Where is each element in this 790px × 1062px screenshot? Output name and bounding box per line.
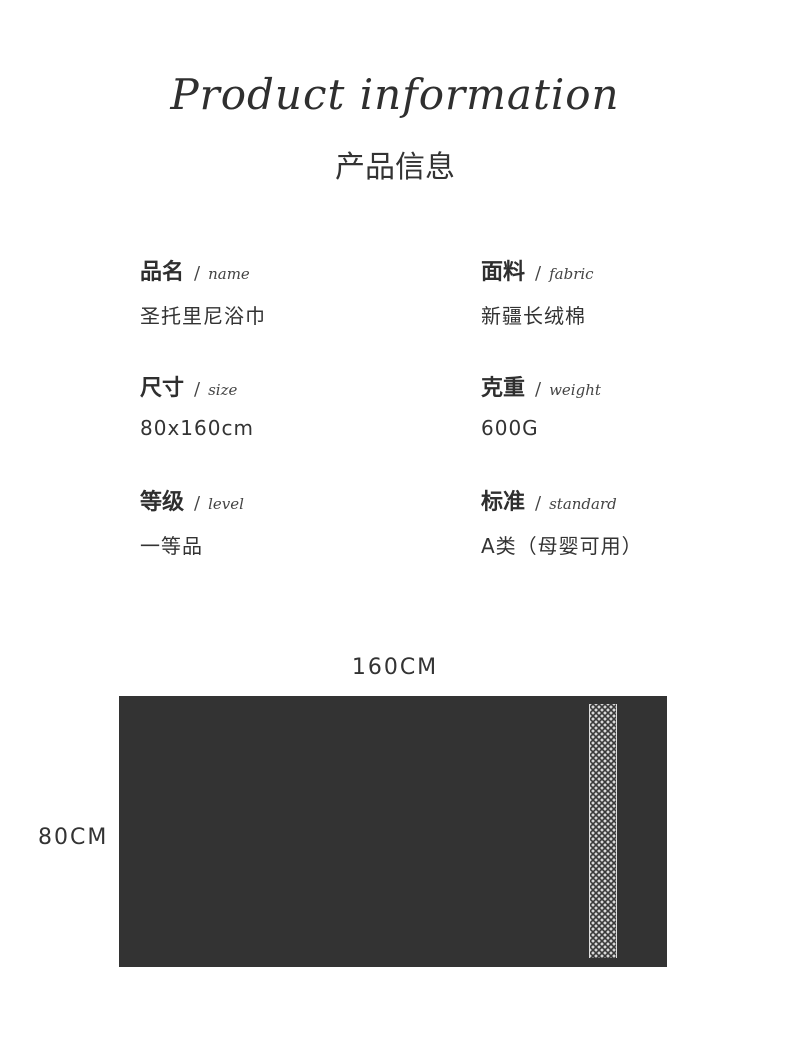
spec-label-en: name xyxy=(208,265,250,283)
spec-label-row: 克重 / weight xyxy=(481,370,601,402)
spec-label-row: 面料 / fabric xyxy=(481,254,594,286)
spec-label: 尺寸 xyxy=(140,376,185,401)
spec-label: 克重 xyxy=(481,376,526,401)
spec-label-row: 标准 / standard xyxy=(481,484,643,516)
spec-label: 标准 xyxy=(481,490,526,515)
spec-separator: / xyxy=(194,493,201,514)
spec-size: 尺寸 / size 80x160cm xyxy=(140,370,254,440)
spec-value: 一等品 xyxy=(140,534,203,558)
spec-label-en: level xyxy=(208,495,244,513)
spec-fabric: 面料 / fabric 新疆长绒棉 xyxy=(481,254,594,329)
spec-value: 600G xyxy=(481,416,539,440)
spec-label-en: fabric xyxy=(549,265,594,283)
title-cn: 产品信息 xyxy=(335,150,455,185)
towel-illustration xyxy=(119,696,667,967)
width-dimension-label: 160CM xyxy=(351,655,439,680)
spec-label-en: standard xyxy=(549,495,617,513)
spec-label-en: weight xyxy=(549,381,601,399)
spec-label-row: 尺寸 / size xyxy=(140,370,254,402)
spec-separator: / xyxy=(535,379,542,400)
spec-standard: 标准 / standard A类（母婴可用） xyxy=(481,484,643,559)
spec-label: 等级 xyxy=(140,490,185,515)
spec-separator: / xyxy=(535,493,542,514)
title-en: Product information xyxy=(170,70,620,119)
spec-separator: / xyxy=(535,263,542,284)
spec-name: 品名 / name 圣托里尼浴巾 xyxy=(140,254,266,329)
spec-value: 新疆长绒棉 xyxy=(481,304,586,328)
spec-label: 面料 xyxy=(481,260,526,285)
spec-level: 等级 / level 一等品 xyxy=(140,484,244,559)
spec-value: A类（母婴可用） xyxy=(481,534,643,558)
height-dimension-label: 80CM xyxy=(38,825,109,850)
spec-label-en: size xyxy=(208,381,238,399)
spec-weight: 克重 / weight 600G xyxy=(481,370,601,440)
spec-label: 品名 xyxy=(140,260,185,285)
spec-value: 80x160cm xyxy=(140,416,254,440)
spec-value: 圣托里尼浴巾 xyxy=(140,304,266,328)
towel-decorative-stripe xyxy=(589,704,617,958)
spec-separator: / xyxy=(194,263,201,284)
spec-label-row: 等级 / level xyxy=(140,484,244,516)
spec-separator: / xyxy=(194,379,201,400)
spec-label-row: 品名 / name xyxy=(140,254,266,286)
